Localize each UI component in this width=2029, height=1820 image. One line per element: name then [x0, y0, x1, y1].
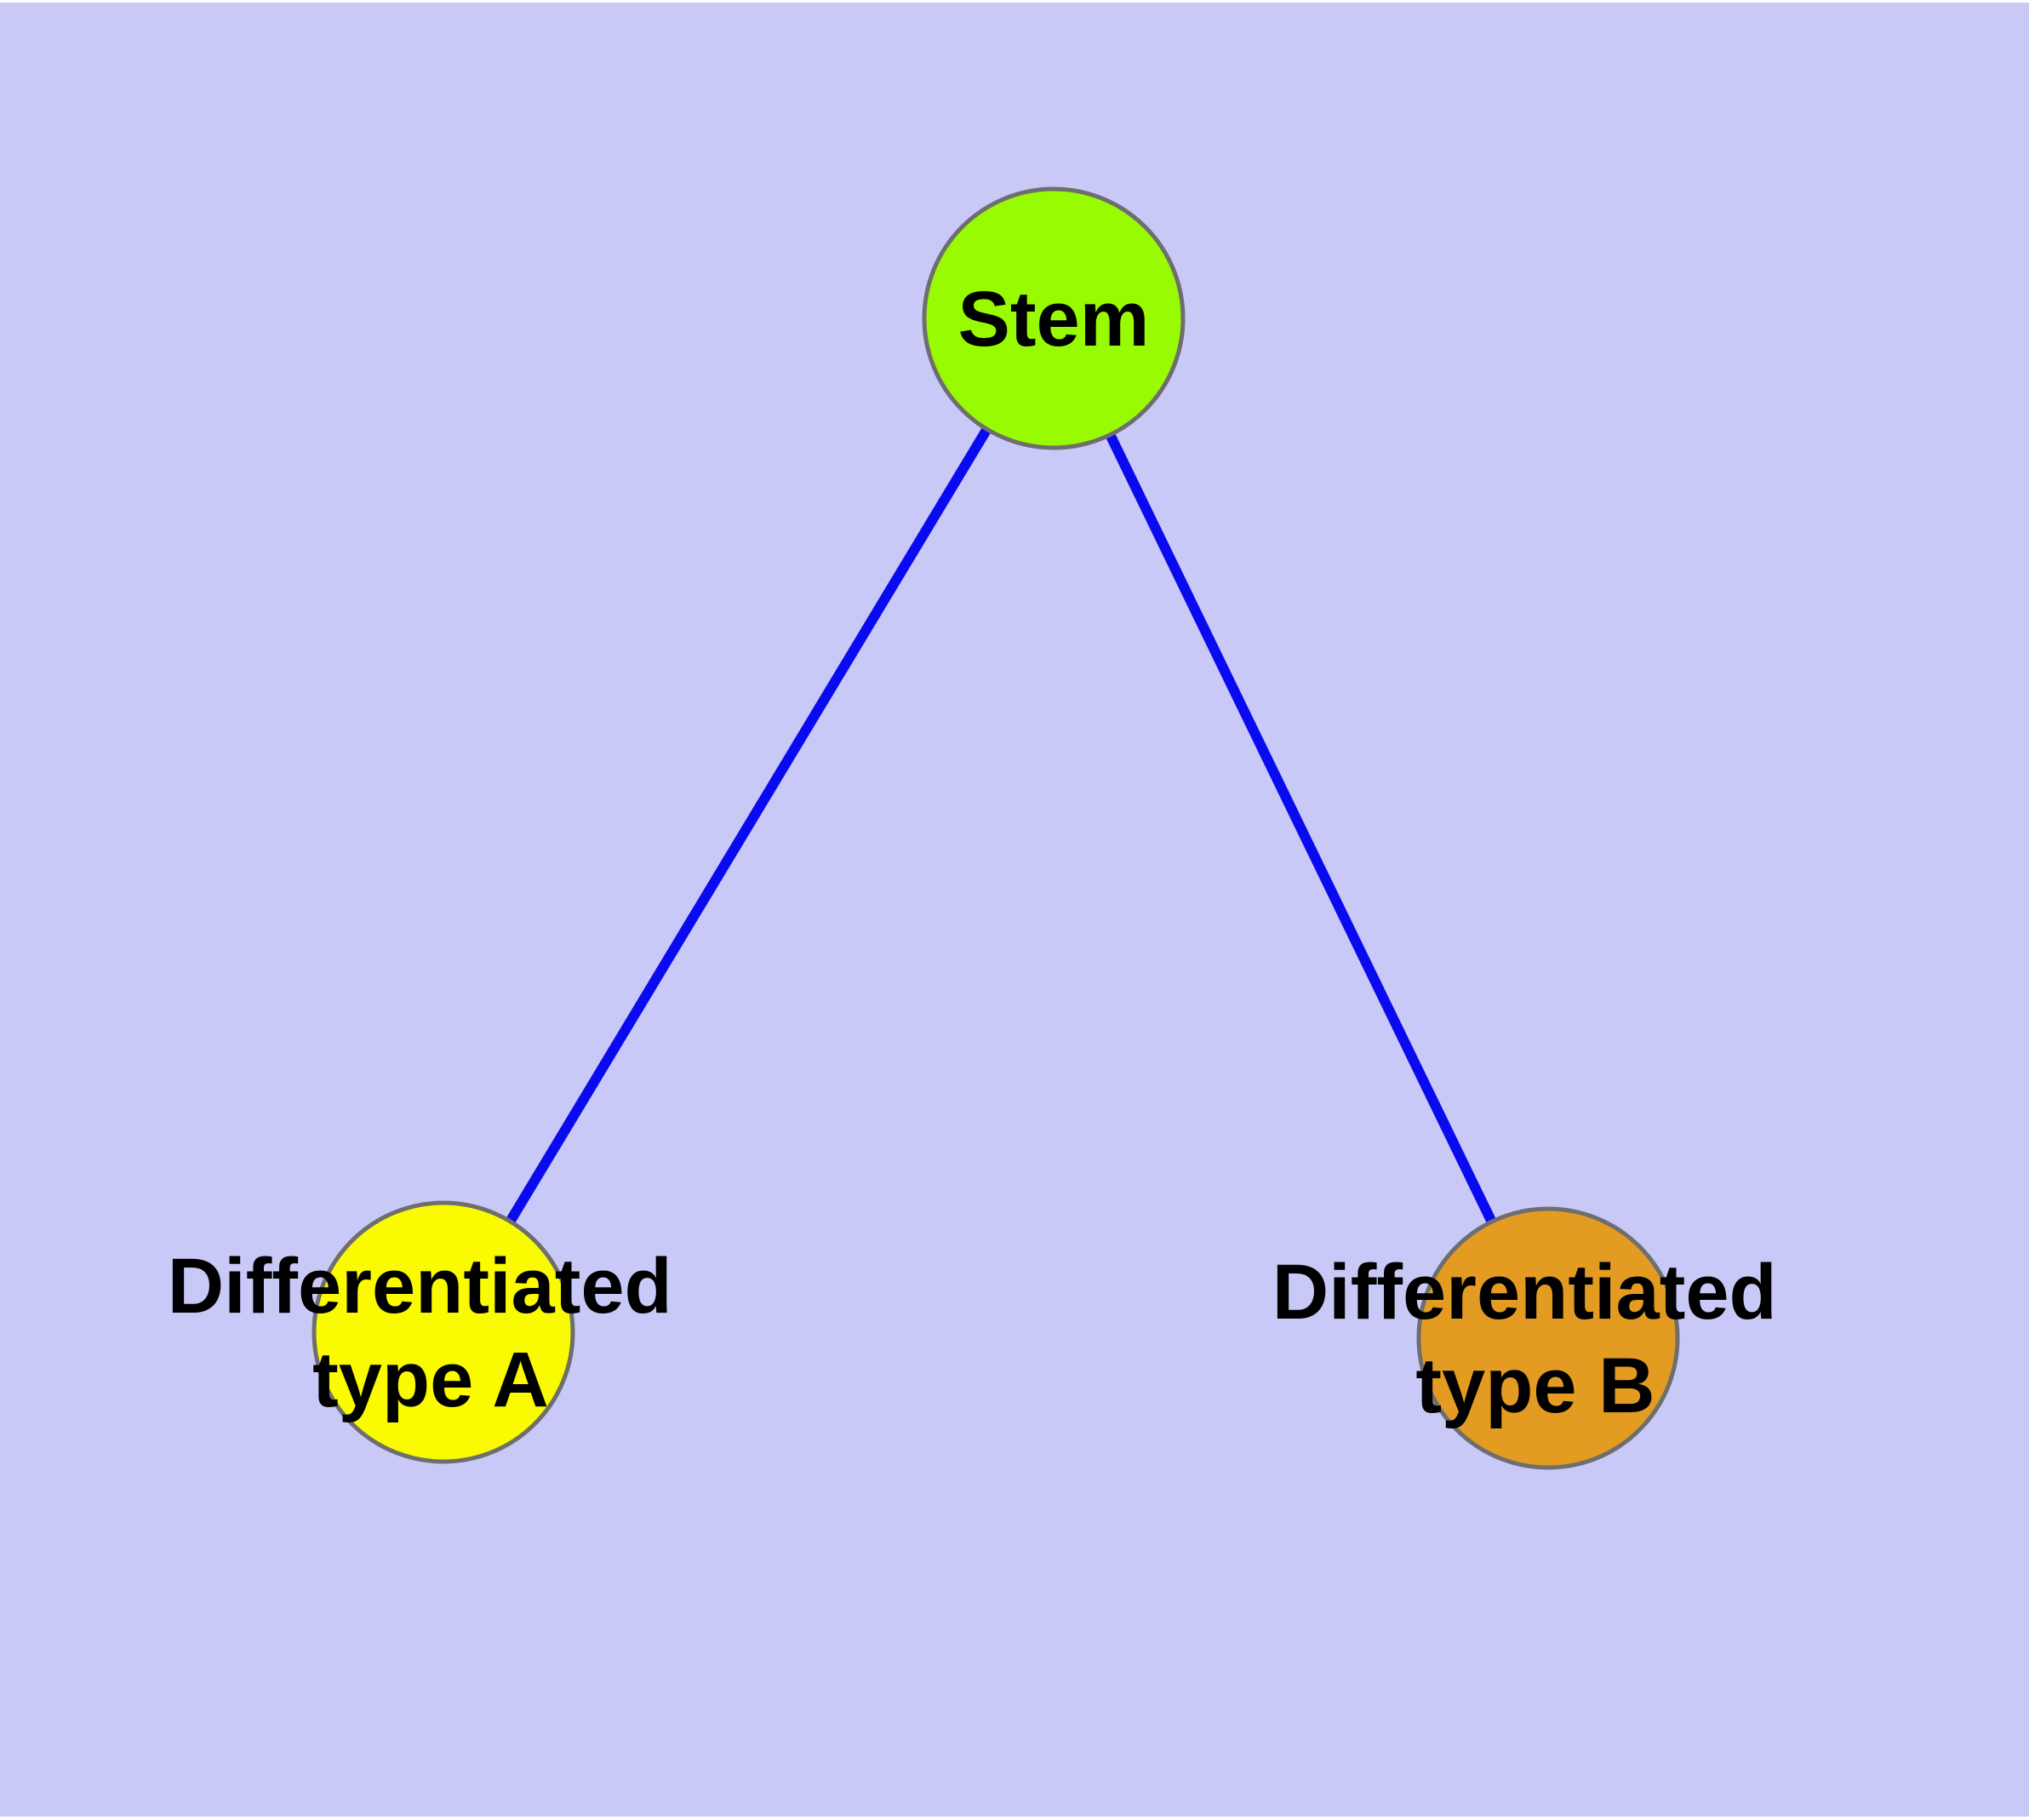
- node-type-a-label: Differentiated type A: [168, 1243, 694, 1423]
- node-type-a-label-line1: Differentiated: [168, 1243, 672, 1330]
- node-type-b-label-line1: Differentiated: [1272, 1249, 1777, 1336]
- edge-stem-to-type-b: [1049, 316, 1553, 1341]
- node-type-b: [1416, 1206, 1680, 1470]
- node-type-a: [311, 1200, 575, 1464]
- node-stem-label: Stem: [958, 276, 1150, 363]
- node-type-b-label: Differentiated type B: [1272, 1249, 1799, 1429]
- edge-stem-to-type-a: [438, 315, 1059, 1336]
- node-type-b-label-line2: type B: [1415, 1342, 1655, 1429]
- node-type-a-label-line2: type A: [312, 1336, 549, 1423]
- node-stem: [922, 186, 1186, 450]
